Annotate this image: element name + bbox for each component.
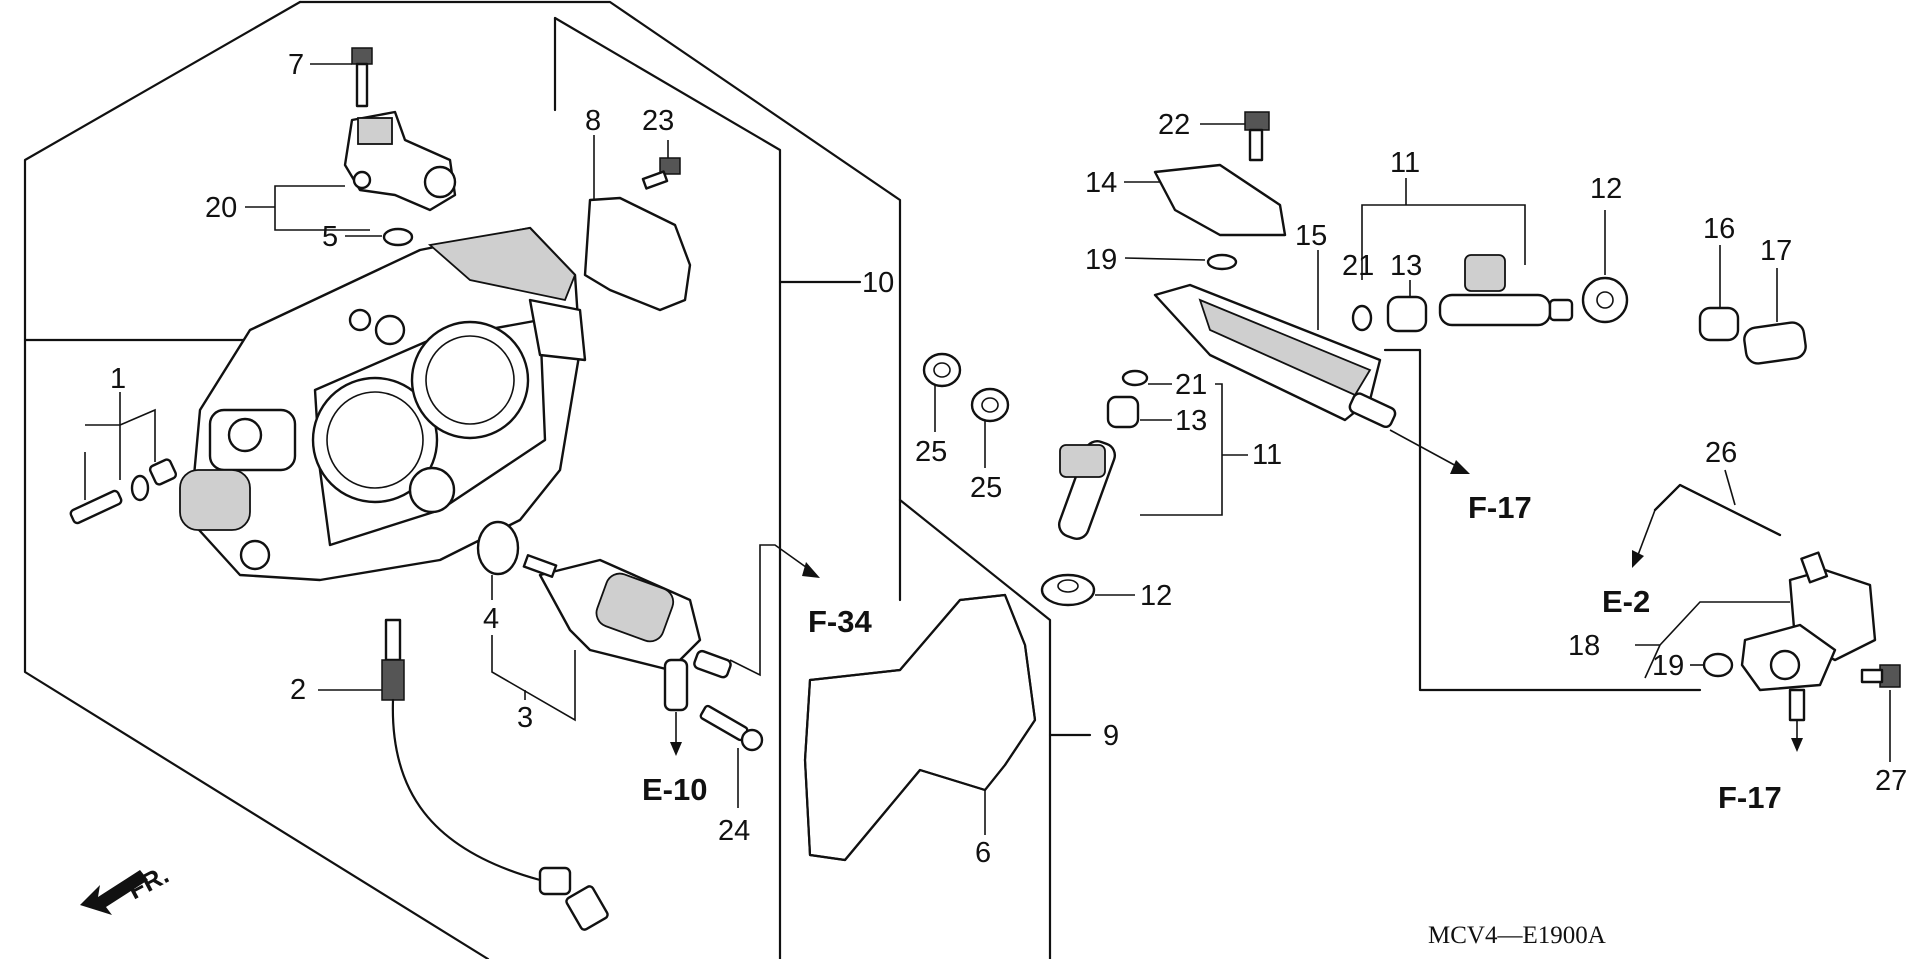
label-7: 7: [288, 49, 304, 81]
bracket-8: [583, 196, 692, 312]
label-15: 15: [1295, 220, 1327, 252]
label-12-a: 12: [1590, 173, 1622, 205]
bolt-27: [1860, 664, 1901, 688]
tube-17: [1743, 321, 1807, 365]
cover-14: [1153, 163, 1287, 237]
label-19-b: 19: [1652, 650, 1684, 682]
label-14: 14: [1085, 167, 1117, 199]
bolt-7: [351, 47, 373, 108]
injector-11-mid: [1057, 440, 1117, 540]
label-10: 10: [862, 267, 894, 299]
label-17: 17: [1760, 235, 1792, 267]
leader-lines: [84, 63, 1891, 835]
label-24: 24: [718, 815, 750, 847]
label-22: 22: [1158, 109, 1190, 141]
diagram-code: MCV4—E1900A: [1428, 922, 1606, 949]
label-11-b: 11: [1252, 439, 1282, 471]
label-25-b: 25: [970, 472, 1002, 504]
label-5: 5: [322, 221, 338, 253]
bolt-22: [1244, 111, 1270, 162]
label-1: 1: [110, 363, 126, 395]
label-21-b: 21: [1175, 369, 1207, 401]
label-13-a: 13: [1390, 250, 1422, 282]
section-references: F-34 E-10 F-17 E-2 F-17: [642, 490, 1782, 815]
label-12-b: 12: [1140, 580, 1172, 612]
o-ring-4: [476, 520, 520, 576]
injector-11-top: [1438, 254, 1574, 327]
cable-2: [381, 618, 609, 931]
screw-set-1: [69, 458, 178, 525]
collar-16: [1698, 306, 1740, 342]
ref-f34: F-34: [808, 604, 873, 639]
label-4: 4: [483, 603, 499, 635]
label-3: 3: [517, 702, 533, 734]
o-ring-19-top: [1206, 253, 1238, 271]
ref-e10: E-10: [642, 772, 707, 807]
label-23: 23: [642, 105, 674, 137]
cushion-13-mid: [1106, 395, 1140, 429]
fuel-rail-15: [1153, 283, 1397, 429]
label-8: 8: [585, 105, 601, 137]
bolt-24: [699, 704, 764, 752]
regulator-18: [1740, 551, 1877, 722]
front-indicator: FR.: [122, 859, 173, 905]
label-16: 16: [1703, 213, 1735, 245]
ref-e2: E-2: [1602, 584, 1650, 619]
caps-25: [922, 352, 1010, 423]
label-19-a: 19: [1085, 244, 1117, 276]
o-ring-5: [382, 227, 414, 247]
part-number-labels: 7 20 5 8 23 10 1 2 4 3 24 6 9 25 25 22 1…: [110, 49, 1907, 869]
label-20: 20: [205, 192, 237, 224]
ref-f17-rail: F-17: [1468, 490, 1532, 525]
bolt-23: [641, 157, 681, 190]
label-13-b: 13: [1175, 405, 1207, 437]
cushion-13-top: [1386, 295, 1428, 333]
label-21-a: 21: [1342, 250, 1374, 282]
label-2: 2: [290, 674, 306, 706]
ring-21-mid: [1121, 369, 1149, 387]
ref-f17-regulator: F-17: [1718, 780, 1782, 815]
throttle-body: [179, 226, 587, 582]
label-18: 18: [1568, 630, 1600, 662]
label-11-a: 11: [1390, 147, 1420, 179]
ring-21-top: [1351, 304, 1373, 332]
label-26: 26: [1705, 437, 1737, 469]
label-27: 27: [1875, 765, 1907, 797]
assembly-outline: [23, 0, 1702, 959]
seal-12-mid: [1040, 573, 1096, 607]
label-6: 6: [975, 837, 991, 869]
label-9: 9: [1103, 720, 1119, 752]
valve-3: [522, 554, 732, 712]
front-arrow-icon: [80, 870, 148, 915]
sensor-20: [343, 110, 457, 212]
seal-12-top: [1581, 276, 1629, 324]
o-ring-19-bottom: [1702, 652, 1734, 678]
label-25-a: 25: [915, 436, 947, 468]
